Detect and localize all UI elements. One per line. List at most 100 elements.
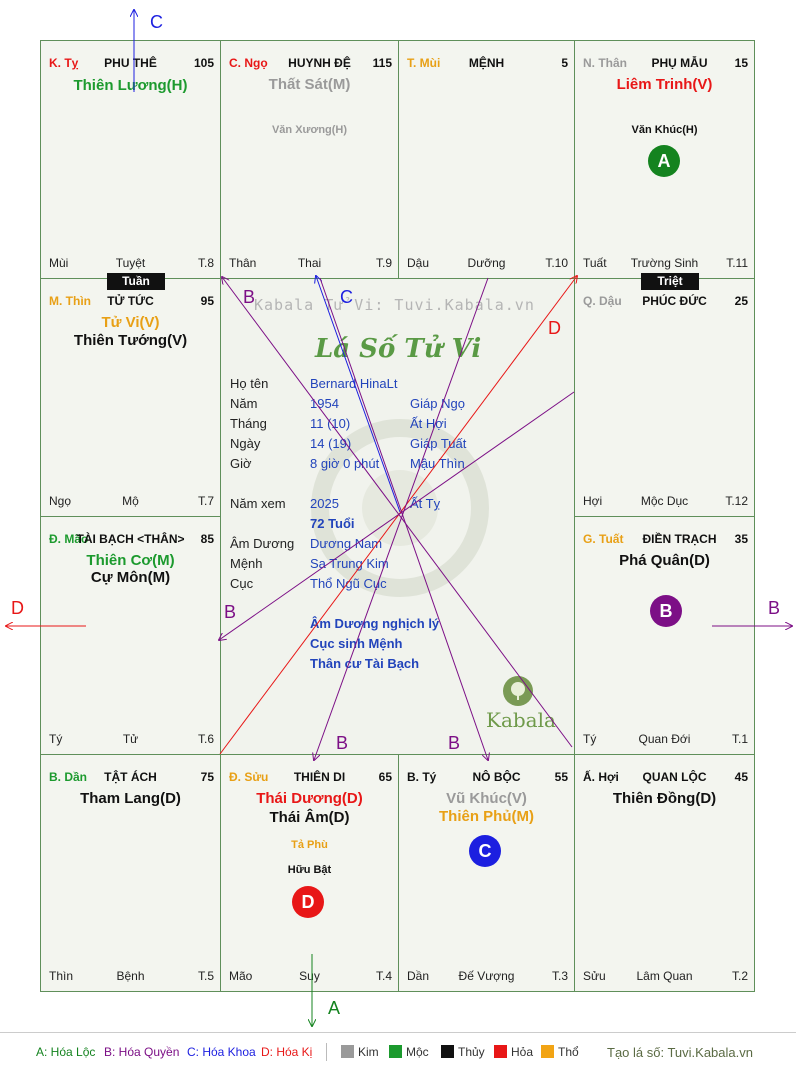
main-star: Thiên Lương(H) [73, 77, 188, 94]
info-value-age: 72 Tuổi [310, 516, 355, 531]
palace-branch: K. Tỵ [49, 56, 79, 70]
palace-name: PHỤ MẪU [651, 56, 708, 70]
palace-tu-tuc[interactable]: M. Thìn TỬ TỨC 95 Tử Vi(V) Thiên Tướng(V… [40, 278, 221, 517]
site-link[interactable]: Tạo lá số: Tuvi.Kabala.vn [607, 1045, 753, 1060]
palace-bottom-center: Trường Sinh [630, 256, 699, 270]
moc-swatch [389, 1045, 402, 1058]
palace-bottom-center: Thai [297, 256, 322, 270]
main-star-2: Thiên Phủ(M) [439, 808, 534, 825]
info-label: Ngày [230, 436, 261, 451]
palace-bottom-left: Mão [229, 969, 253, 983]
palace-name: HUYNH ĐỆ [288, 56, 351, 70]
palace-branch: M. Thìn [49, 294, 91, 308]
main-star: Thái Dương(D) [256, 790, 363, 807]
palace-bottom-center: Dưỡng [467, 256, 506, 270]
palace-quan-loc[interactable]: Ấ. Hợi QUAN LỘC 45 Thiên Đồng(D) Sửu Lâm… [574, 754, 755, 992]
palace-bottom-right: T.7 [197, 494, 214, 508]
palace-bottom-left: Thìn [49, 969, 74, 983]
minor-star: Văn Khúc(H) [631, 124, 698, 136]
triet-tag: Triệt [641, 273, 699, 290]
palace-bottom-left: Tý [49, 732, 63, 746]
palace-bottom-left: Ngọ [49, 494, 72, 508]
palace-dien-trach[interactable]: G. Tuất ĐIỀN TRẠCH 35 Phá Quân(D) B Tý Q… [574, 516, 755, 755]
palace-phu-mau[interactable]: N. Thân PHỤ MẪU 15 Liêm Trinh(V) Văn Khú… [574, 40, 755, 279]
palace-bottom-left: Tý [583, 732, 597, 746]
main-star-2: Cự Môn(M) [90, 569, 171, 586]
kim-swatch [341, 1045, 354, 1058]
info-label: Năm xem [230, 496, 286, 511]
tree-logo-icon [503, 676, 533, 706]
hoa-loc-badge: A [648, 145, 680, 177]
palace-phu-the[interactable]: K. Tỵ PHU THÊ 105 Thiên Lương(H) Mùi Tuy… [40, 40, 221, 279]
info-label: Mệnh [230, 556, 263, 571]
palace-huynh-de[interactable]: C. Ngọ HUYNH ĐỆ 115 Thất Sát(M) Văn Xươn… [220, 40, 399, 279]
palace-bottom-center: Tuyệt [115, 256, 146, 270]
palace-bottom-center: Quan Đới [638, 732, 691, 746]
palace-age: 85 [200, 532, 214, 546]
palace-bottom-center: Mộc Dục [640, 494, 689, 508]
arrow-label-c: C [150, 12, 163, 32]
hoa-swatch [494, 1045, 507, 1058]
palace-age: 65 [378, 770, 392, 784]
main-star-2: Thái Âm(D) [269, 809, 350, 826]
info-value: Bernard HinaLt [310, 376, 398, 391]
palace-bottom-right: T.12 [725, 494, 748, 508]
palace-age: 95 [200, 294, 214, 308]
legend-element-thuy: Thủy [441, 1045, 485, 1059]
legend-element-hoa: Hỏa [494, 1045, 533, 1059]
palace-name: TÀI BẠCH <THÂN> [76, 532, 185, 546]
main-star: Liêm Trinh(V) [616, 76, 713, 93]
hoa-quyen-badge: B [650, 595, 682, 627]
info-label: Âm Dương [230, 536, 295, 551]
palace-branch: T. Mùi [407, 56, 441, 70]
palace-thien-di[interactable]: Đ. Sửu THIÊN DI 65 Thái Dương(D) Thái Âm… [220, 754, 399, 992]
info-label: Họ tên [230, 376, 269, 391]
palace-phuc-duc[interactable]: Q. Dậu PHÚC ĐỨC 25 Hợi Mộc Dục T.12 [574, 278, 755, 517]
arrow-label-a: A [328, 998, 341, 1018]
legend-divider [326, 1043, 327, 1061]
palace-name: QUAN LỘC [642, 770, 707, 784]
minor-star: Tả Phù [291, 839, 328, 851]
palace-bottom-right: T.11 [726, 256, 748, 270]
palace-name: MỆNH [468, 56, 505, 70]
main-star: Thiên Đồng(D) [612, 790, 717, 807]
legend-element-tho: Thổ [541, 1045, 579, 1059]
palace-bottom-center: Bệnh [116, 969, 145, 983]
arrow-overlay [0, 0, 796, 1032]
legend-hoa-ki: D: Hóa Kị [261, 1045, 313, 1059]
arrow-label-b: B [224, 602, 237, 622]
legend-element-label: Thủy [458, 1045, 485, 1059]
palace-bottom-right: T.4 [375, 969, 392, 983]
palace-branch: B. Tý [407, 770, 437, 784]
note-line: Âm Dương nghịch lý [310, 616, 440, 631]
arrow-label-d: D [548, 318, 561, 338]
palace-bottom-left: Hợi [583, 494, 603, 508]
legend-element-kim: Kim [341, 1045, 379, 1059]
palace-tai-bach[interactable]: Đ. Mão TÀI BẠCH <THÂN> 85 Thiên Cơ(M) Cự… [40, 516, 221, 755]
palace-bottom-left: Dậu [407, 256, 430, 270]
palace-bottom-left: Dần [407, 969, 430, 983]
palace-bottom-left: Sửu [583, 969, 606, 983]
palace-age: 55 [554, 770, 568, 784]
info-label: Tháng [230, 416, 267, 431]
legend-hoa-khoa: C: Hóa Khoa [187, 1045, 256, 1059]
palace-age: 75 [200, 770, 214, 784]
palace-age: 5 [561, 56, 568, 70]
palace-bottom-right: T.3 [551, 969, 568, 983]
palace-tat-ach[interactable]: B. Dần TẬT ÁCH 75 Tham Lang(D) Thìn Bệnh… [40, 754, 221, 992]
info-value: 11 (10) [310, 416, 351, 431]
palace-bottom-right: T.10 [545, 256, 568, 270]
info-value: 8 giờ 0 phút [310, 456, 380, 471]
palace-menh[interactable]: T. Mùi MỆNH 5 Dậu Dưỡng T.10 [398, 40, 575, 279]
info-value: Thổ Ngũ Cục [310, 576, 387, 591]
palace-age: 35 [734, 532, 748, 546]
info-label: Giờ [230, 456, 252, 471]
palace-name: ĐIỀN TRẠCH [642, 532, 717, 546]
palace-name: THIÊN DI [293, 770, 346, 784]
info-value-2: Giáp Tuất [410, 436, 467, 451]
info-value: Sa Trung Kim [310, 556, 389, 571]
palace-branch: N. Thân [583, 56, 627, 70]
arrow-label-b: B [243, 287, 256, 307]
hoa-khoa-badge: C [469, 835, 501, 867]
tho-swatch [541, 1045, 554, 1058]
